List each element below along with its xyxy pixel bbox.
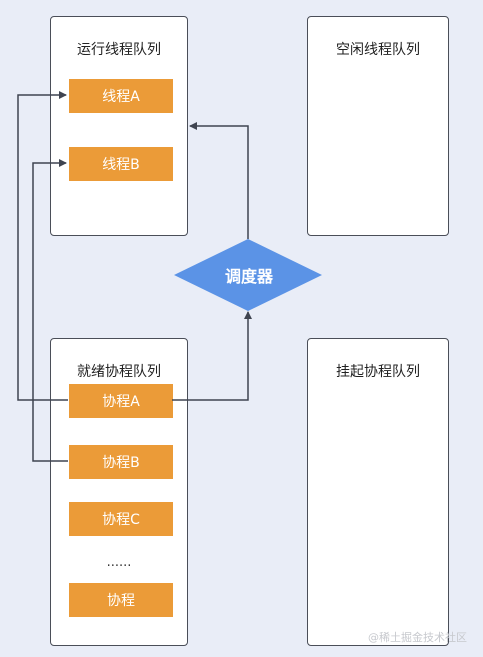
thread-b: 线程B <box>69 147 173 181</box>
arrow-coroutine-a-to-scheduler <box>172 311 252 401</box>
arrow-coroutine-a-to-thread-a <box>17 91 68 401</box>
idle-thread-queue-title: 空闲线程队列 <box>336 42 420 58</box>
thread-a: 线程A <box>69 79 173 113</box>
suspended-coroutine-queue: 挂起协程队列 <box>307 338 449 646</box>
coroutine-generic: 协程 <box>69 583 173 617</box>
arrow-scheduler-to-running-queue <box>189 122 249 239</box>
idle-thread-queue: 空闲线程队列 <box>307 16 449 236</box>
watermark: @稀土掘金技术社区 <box>368 631 467 644</box>
ready-coroutine-queue: 就绪协程队列 协程A 协程B 协程C ...... 协程 <box>50 338 188 646</box>
coroutine-b: 协程B <box>69 445 173 479</box>
ready-coroutine-queue-title: 就绪协程队列 <box>77 364 161 380</box>
running-thread-queue-title: 运行线程队列 <box>77 42 161 58</box>
ellipsis: ...... <box>106 555 132 570</box>
coroutine-c: 协程C <box>69 502 173 536</box>
running-thread-queue: 运行线程队列 线程A 线程B <box>50 16 188 236</box>
coroutine-a: 协程A <box>69 384 173 418</box>
scheduler-diamond <box>174 239 322 311</box>
arrow-coroutine-b-to-thread-b <box>32 159 68 462</box>
suspended-coroutine-queue-title: 挂起协程队列 <box>336 364 420 380</box>
